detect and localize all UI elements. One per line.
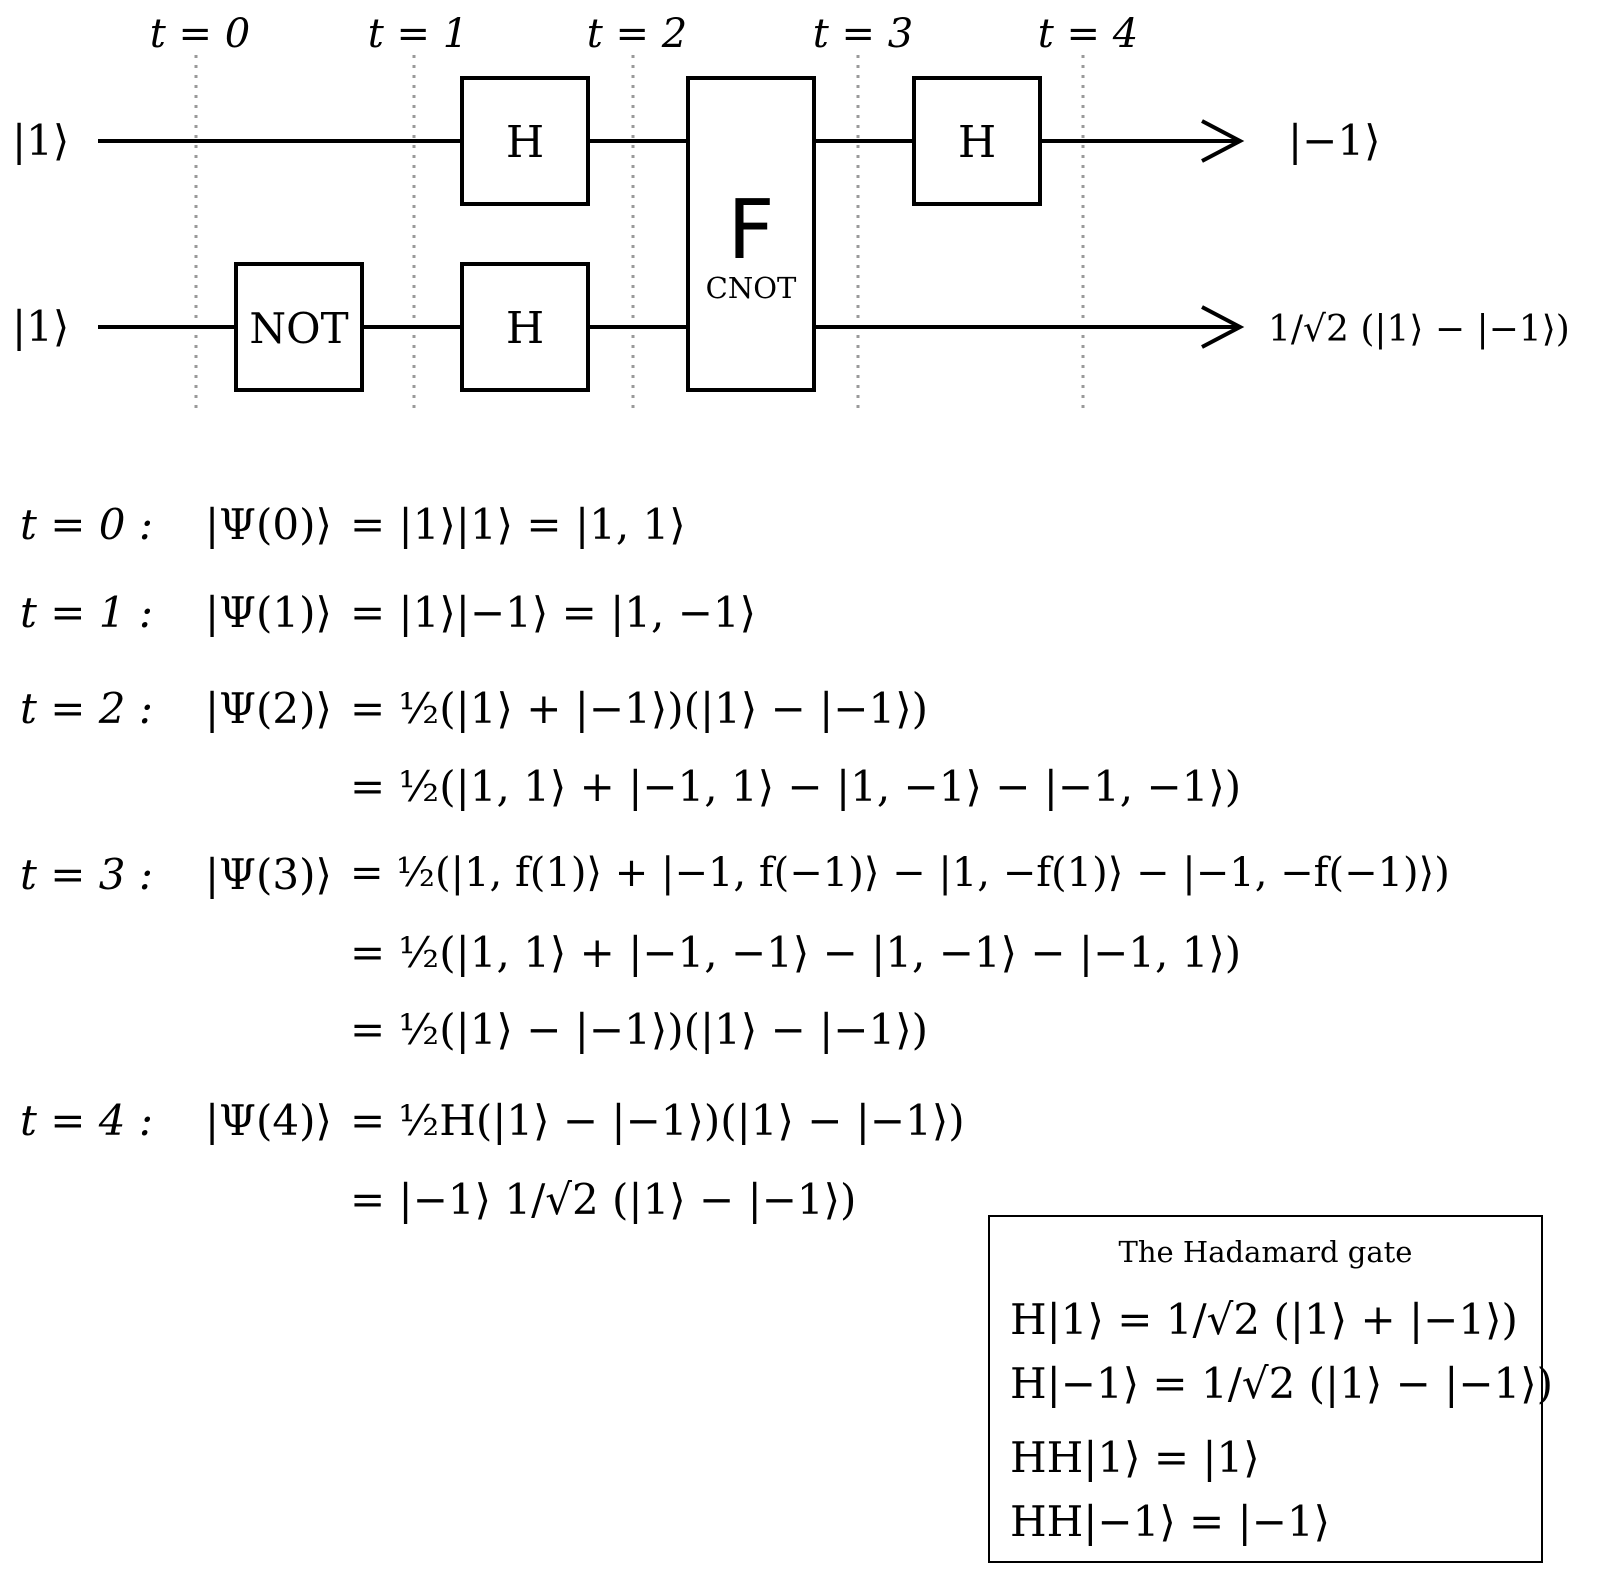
eq-t2-label: t = 2 : [20, 684, 153, 733]
eq-t1-label: t = 1 : [20, 588, 153, 637]
input-top-state: |1⟩ [12, 116, 69, 165]
eq-t2-line-2: = ½(|1, 1⟩ + |−1, 1⟩ − |1, −1⟩ − |−1, −1… [350, 762, 1242, 811]
eq-t2-line-1: = ½(|1⟩ + |−1⟩)(|1⟩ − |−1⟩) [350, 684, 928, 733]
output-bottom-state: 1/√2 (|1⟩ − |−1⟩) [1268, 309, 1570, 350]
eq-t4-line-1: = ½H(|1⟩ − |−1⟩)(|1⟩ − |−1⟩) [350, 1096, 965, 1145]
eq-t3-label: t = 3 : [20, 850, 153, 899]
eq-t0-label: t = 0 : [20, 500, 153, 549]
hadamard-rule-2: H|−1⟩ = 1/√2 (|1⟩ − |−1⟩) [1010, 1359, 1554, 1408]
time-label-4: t = 4 [1038, 11, 1138, 57]
time-label-3: t = 3 [813, 11, 913, 57]
time-label-0: t = 0 [150, 11, 250, 57]
bottom-hadamard-gate [460, 262, 590, 392]
eq-t3-lhs: |Ψ(3)⟩ [205, 850, 332, 899]
input-bottom-state: |1⟩ [12, 302, 69, 351]
top-hadamard-gate-2 [912, 76, 1042, 206]
eq-t3-line-1: = ½(|1, f(1)⟩ + |−1, f(−1)⟩ − |1, −f(1)⟩… [350, 850, 1450, 896]
top-h2-label: H [958, 117, 996, 168]
eq-t1-line-1: = |1⟩|−1⟩ = |1, −1⟩ [350, 588, 757, 637]
eq-t1-lhs: |Ψ(1)⟩ [205, 588, 332, 637]
oracle-cnot-label: CNOT [706, 271, 797, 305]
hadamard-rule-1: H|1⟩ = 1/√2 (|1⟩ + |−1⟩) [1010, 1295, 1518, 1344]
eq-t4-label: t = 4 : [20, 1096, 153, 1145]
hadamard-rule-3: HH|1⟩ = |1⟩ [1010, 1433, 1260, 1482]
eq-t0-line-1: = |1⟩|1⟩ = |1, 1⟩ [350, 500, 686, 549]
quantum-circuit-diagram: t = 0 t = 1 t = 2 t = 3 t = 4 H NOT H F … [12, 11, 1570, 410]
time-label-1: t = 1 [368, 11, 468, 57]
time-label-2: t = 2 [587, 11, 687, 57]
oracle-gate [686, 76, 816, 392]
eq-t4-line-2: = |−1⟩ 1/√2 (|1⟩ − |−1⟩) [350, 1175, 857, 1224]
eq-t0-lhs: |Ψ(0)⟩ [205, 500, 332, 549]
top-h1-label: H [506, 117, 544, 168]
eq-t3-line-2: = ½(|1, 1⟩ + |−1, −1⟩ − |1, −1⟩ − |−1, 1… [350, 928, 1242, 977]
bottom-h1-label: H [506, 303, 544, 354]
bottom-arrowhead [1201, 305, 1245, 349]
eq-t3-line-3: = ½(|1⟩ − |−1⟩)(|1⟩ − |−1⟩) [350, 1005, 928, 1054]
top-arrowhead [1201, 119, 1245, 163]
eq-t2-lhs: |Ψ(2)⟩ [205, 684, 332, 733]
oracle-f-label: F [727, 183, 774, 278]
top-hadamard-gate-1 [460, 76, 590, 206]
hadamard-box-title: The Hadamard gate [1118, 1235, 1413, 1269]
output-top-state: |−1⟩ [1288, 116, 1380, 165]
bottom-not-gate [234, 262, 364, 392]
hadamard-rule-4: HH|−1⟩ = |−1⟩ [1010, 1497, 1331, 1546]
not-label: NOT [249, 304, 348, 353]
hadamard-gate-reference-box: The Hadamard gate H|1⟩ = 1/√2 (|1⟩ + |−1… [988, 1215, 1553, 1563]
eq-t4-lhs: |Ψ(4)⟩ [205, 1096, 332, 1145]
